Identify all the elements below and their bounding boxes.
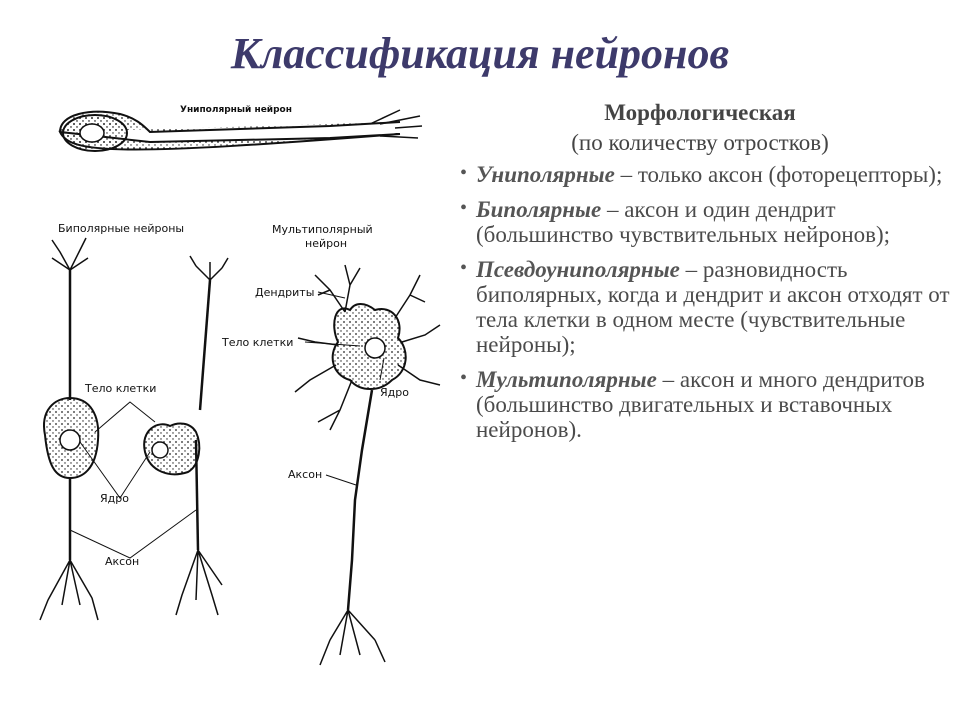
label-nucleus-multi: Ядро [380,386,409,399]
neuron-diagram: Униполярный нейрон Биполярные нейроны Те… [39,105,441,666]
term-unipolar: Униполярные [476,162,615,187]
term-multipolar: Мультиполярные [476,367,657,392]
label-axon: Аксон [105,555,139,568]
text-unipolar: – только аксон (фоторецепторы); [614,162,943,187]
label-axon-multi: Аксон [288,468,322,481]
label-dendrites: Дендриты [255,286,314,299]
term-bipolar: Биполярные [476,197,602,222]
label-unipolar: Униполярный нейрон [180,105,292,115]
list-item: • Псевдоуниполярные – разновидность бипо… [460,257,950,357]
label-nucleus: Ядро [100,492,129,505]
label-multipolar-2: нейрон [305,237,347,250]
list-item: • Мультиполярные – аксон и много дендрит… [460,367,950,442]
label-cell-body: Тело клетки [84,382,156,395]
text-bipolar: – аксон и один дендрит (большинство чувс… [476,197,891,247]
text-multipolar: – аксон и много дендритов (большинство д… [476,367,925,442]
bipolar-neurons: Биполярные нейроны Тело клетки Ядро Аксо… [39,222,229,621]
section-heading: Морфологическая [604,100,796,125]
slide-title: Классификация нейронов [230,29,730,78]
classification-list: • Униполярные – только аксон (фоторецепт… [460,162,950,442]
list-item: • Биполярные – аксон и один дендрит (бол… [460,197,950,247]
multipolar-neuron: Мультиполярный нейрон Дендриты Тело клет… [221,223,441,666]
bullet-icon: • [460,257,468,279]
bullet-icon: • [460,367,468,389]
term-pseudounipolar: Псевдоуниполярные [476,257,680,282]
unipolar-neuron: Униполярный нейрон [58,105,423,152]
section-note: (по количеству отростков) [571,130,829,155]
label-bipolar: Биполярные нейроны [58,222,184,235]
text-pseudounipolar: – разновидность биполярных, когда и денд… [476,257,950,357]
label-multipolar-1: Мультиполярный [272,223,373,236]
label-cell-body-multi: Тело клетки [221,336,293,349]
classification-text: Морфологическая (по количеству отростков… [460,100,950,452]
bullet-icon: • [460,162,468,184]
list-item: • Униполярные – только аксон (фоторецепт… [460,162,950,187]
bullet-icon: • [460,197,468,219]
